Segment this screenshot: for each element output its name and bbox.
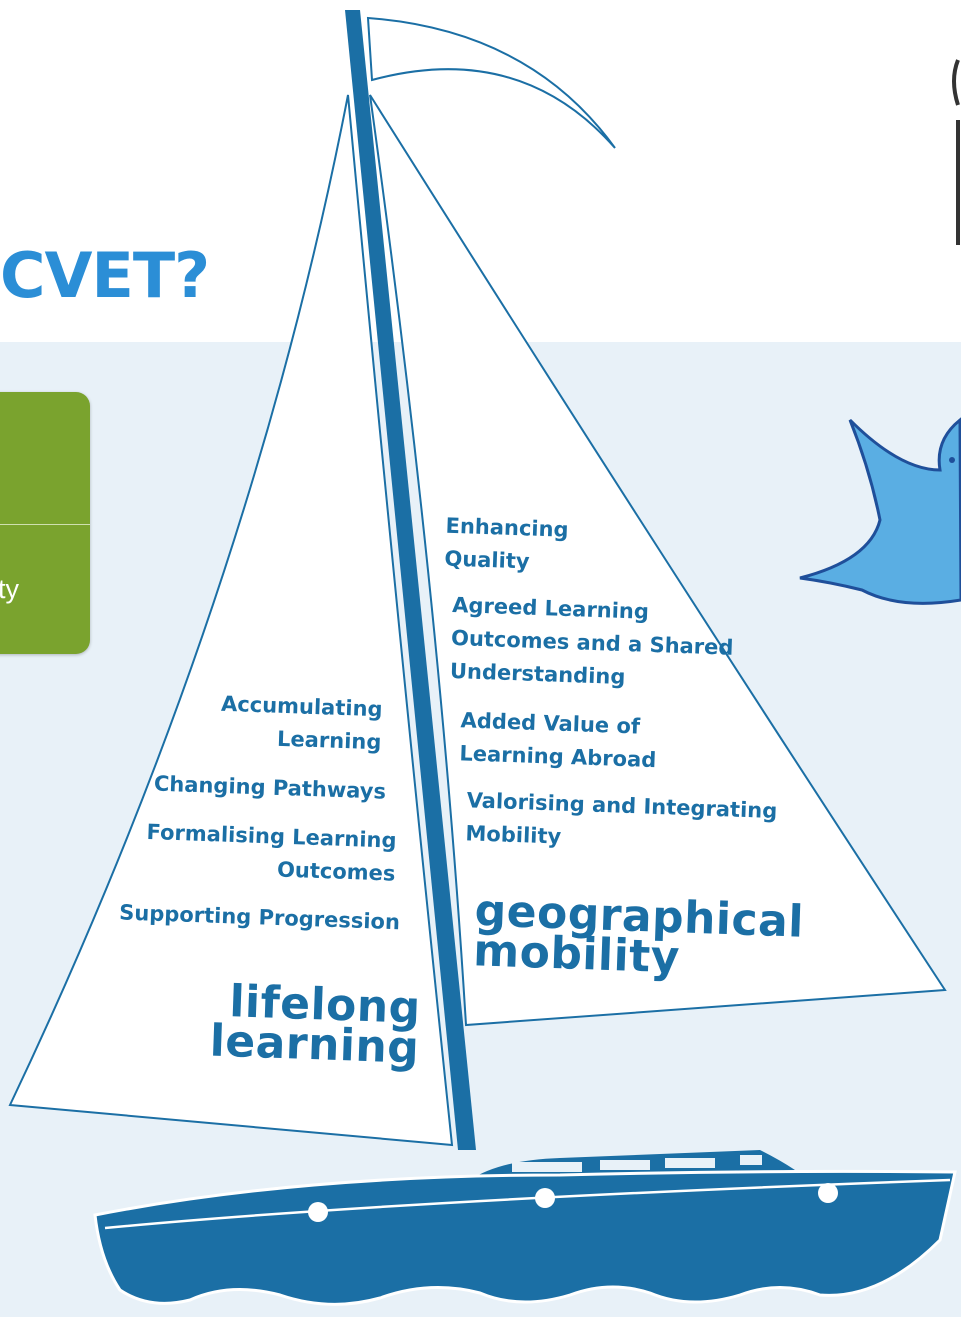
right-sail — [369, 94, 947, 1027]
partial-glyph — [952, 59, 960, 245]
bird-icon — [799, 417, 961, 605]
left-sail-item: Accumulating Learning — [220, 691, 383, 755]
cabin-window — [512, 1162, 582, 1172]
cabin-window — [665, 1158, 715, 1168]
green-card-text: ty — [0, 574, 20, 604]
cabin-window — [740, 1155, 762, 1165]
right-sail-item: Agreed Learning Outcomes and a Shared Un… — [449, 592, 734, 690]
hull-stripe — [104, 1178, 951, 1230]
right-sail-item: Valorising and Integrating Mobility — [465, 788, 778, 849]
page-heading: CVET? — [0, 239, 210, 312]
green-card — [0, 392, 90, 654]
mast — [345, 10, 476, 1150]
left-sail-item: Formalising Learning Outcomes — [146, 819, 397, 886]
card-divider — [0, 524, 90, 525]
flag-icon — [366, 16, 616, 149]
right-sail-item: Enhancing Quality — [444, 513, 569, 574]
right-sail-item: Added Value of Learning Abroad — [459, 708, 657, 773]
porthole — [818, 1183, 838, 1203]
right-sail-title: geographical mobility — [472, 885, 805, 984]
left-sail — [8, 94, 454, 1147]
cabin-window — [600, 1160, 650, 1170]
boat-hull — [93, 1169, 957, 1306]
left-sail-title: lifelong learning — [208, 976, 422, 1074]
porthole — [535, 1188, 555, 1208]
porthole — [308, 1202, 328, 1222]
